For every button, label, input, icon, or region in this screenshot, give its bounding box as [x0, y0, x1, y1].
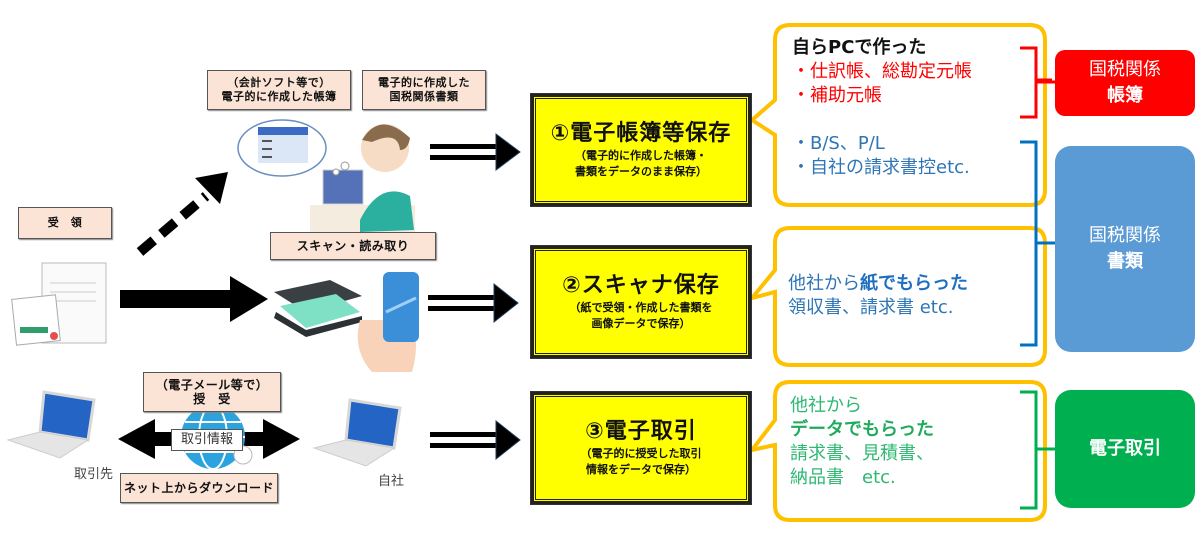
- accounting-label-line1: （会計ソフト等で）: [227, 76, 331, 89]
- method-box-electronic-transactions: ③電子取引 （電子的に授受した取引 情報をデータで保存）: [531, 392, 751, 504]
- accounting-label-line2: 電子的に作成した帳簿: [221, 90, 337, 103]
- category-tax-documents: 国税関係 書類: [1055, 146, 1195, 352]
- method-title: ①電子帳簿等保存: [550, 121, 732, 146]
- bubble-2-bold: 紙でもらった: [860, 273, 968, 294]
- accounting-software-cloud-illustration: [237, 119, 327, 177]
- counterparty-label: 取引先: [74, 467, 114, 482]
- dashed-arrow-to-pc: [136, 172, 228, 256]
- smartphone-illustration: [357, 272, 419, 372]
- email-label-line1: （電子メール等で）: [155, 378, 269, 392]
- transaction-info-label: 取引情報: [171, 429, 243, 451]
- received-label-text: 受 領: [47, 216, 83, 229]
- bubble-1-blue-item: ・B/S、P/L: [792, 133, 885, 154]
- own-laptop-illustration: [312, 398, 402, 467]
- download-label-text: ネット上からダウンロード: [123, 481, 274, 495]
- category-documents-line2: 書類: [1107, 251, 1143, 272]
- download-label: ネット上からダウンロード: [120, 473, 278, 503]
- category-tax-books: 国税関係 帳簿: [1055, 50, 1195, 116]
- email-label-line2: 授 受: [193, 392, 231, 406]
- speech-bubble-3: [747, 380, 1047, 522]
- person-at-pc-illustration: [310, 124, 415, 233]
- category-electronic-transactions: 電子取引: [1055, 390, 1195, 508]
- method-subtitle-line2: 情報をデータで保存）: [586, 463, 696, 476]
- red-bracket: [1020, 46, 1052, 119]
- implies-arrow-2: [428, 282, 519, 324]
- tax-docs-label-line1: 電子的に作成した: [378, 76, 470, 89]
- bubble-3-line3: 請求書、見積書、: [790, 443, 934, 464]
- method-subtitle-line2: 書類をデータのまま保存）: [575, 165, 707, 178]
- scan-label-text: スキャン・読み取り: [296, 239, 410, 253]
- scan-label: スキャン・読み取り: [270, 232, 436, 260]
- method-box-electronic-books: ①電子帳簿等保存 （電子的に作成した帳簿・ 書類をデータのまま保存）: [531, 94, 751, 206]
- method-subtitle-line1: （電子的に作成した帳簿・: [575, 149, 707, 162]
- implies-arrow-3: [430, 419, 521, 461]
- bubble-2-text: 他社から紙でもらった 領収書、請求書 etc.: [788, 272, 968, 320]
- method-subtitle-line1: （電子的に授受した取引: [580, 447, 702, 460]
- bubble-2-plain: 他社から: [788, 273, 860, 294]
- tax-documents-label: 電子的に作成した 国税関係書類: [362, 70, 486, 110]
- accounting-software-label: （会計ソフト等で） 電子的に作成した帳簿: [207, 70, 351, 110]
- implies-arrow-1: [430, 133, 521, 171]
- bubble-3-text: 他社から データでもらった 請求書、見積書、 納品書 etc.: [790, 394, 934, 490]
- category-books-line1: 国税関係: [1089, 59, 1161, 80]
- own-company-label: 自社: [378, 474, 405, 489]
- method-title: ③電子取引: [585, 419, 697, 444]
- speech-bubble-2: [746, 226, 1047, 367]
- bubble-1-text: 自らPCで作った ・仕訳帳、総勘定元帳 ・補助元帳 ・B/S、P/L ・自社の請…: [792, 36, 972, 180]
- speech-bubble-1: [748, 23, 1047, 207]
- bubble-3-line4: 納品書 etc.: [790, 467, 896, 488]
- bubble-1-heading: 自らPCで作った: [792, 37, 927, 58]
- bubble-1-blue-item: ・自社の請求書控etc.: [792, 157, 970, 178]
- category-books-line2: 帳簿: [1107, 85, 1143, 106]
- method-title: ②スキャナ保存: [562, 273, 720, 298]
- counterparty-laptop-illustration: [6, 390, 96, 459]
- received-label: 受 領: [18, 207, 112, 239]
- method-subtitle-line2: 画像データで保存）: [591, 317, 691, 330]
- scanner-illustration: [274, 280, 362, 337]
- bubble-1-red-item: ・補助元帳: [792, 85, 882, 106]
- category-documents-line1: 国税関係: [1089, 225, 1161, 246]
- method-box-scanner-storage: ②スキャナ保存 （紙で受領・作成した書類を 画像データで保存）: [531, 246, 751, 358]
- tax-docs-label-line2: 国税関係書類: [389, 90, 459, 103]
- method-subtitle-line1: （紙で受領・作成した書類を: [569, 301, 713, 314]
- solid-arrow-to-scanner: [120, 276, 268, 322]
- bubble-3-bold: データでもらった: [790, 419, 934, 440]
- bubble-1-red-item: ・仕訳帳、総勘定元帳: [792, 61, 972, 82]
- category-etrans-label: 電子取引: [1089, 438, 1161, 459]
- email-exchange-label: （電子メール等で） 授 受: [143, 372, 281, 412]
- bubble-2-line2: 領収書、請求書 etc.: [788, 297, 954, 318]
- received-documents-illustration: [11, 262, 107, 346]
- bubble-3-line1: 他社から: [790, 395, 862, 416]
